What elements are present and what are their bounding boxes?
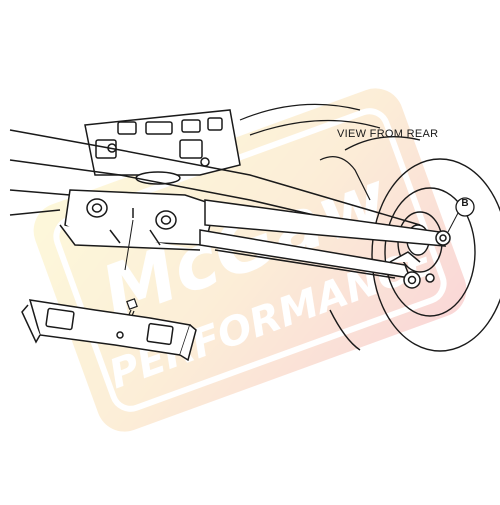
callout-b-label: B	[461, 198, 469, 209]
alignment-shim-plate	[21, 299, 197, 362]
subframe	[84, 109, 241, 185]
control-arm	[199, 199, 451, 289]
body-panel	[239, 103, 381, 201]
callout-b-marker	[447, 197, 475, 233]
mount-bracket	[59, 189, 216, 251]
leader-line	[124, 219, 134, 271]
view-from-rear-label: VIEW FROM REAR	[337, 128, 439, 140]
